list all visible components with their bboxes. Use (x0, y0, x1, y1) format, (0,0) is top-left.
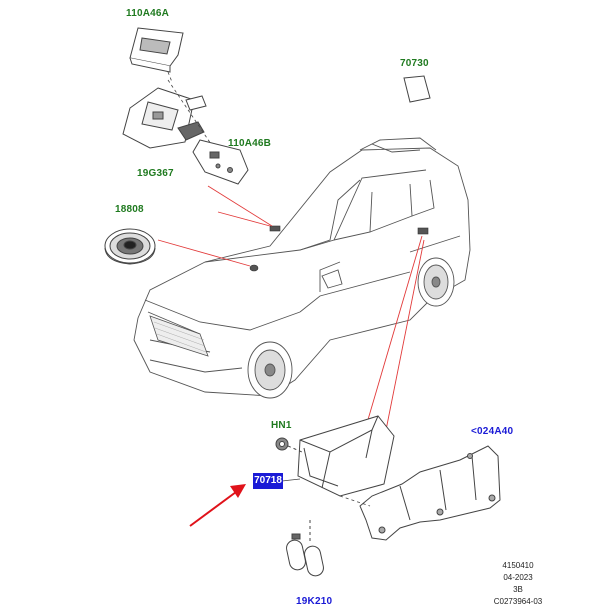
selected-part-leader (281, 478, 301, 482)
callout-19K210[interactable]: 19K210 (296, 596, 333, 607)
camera-module-part (122, 87, 207, 149)
callout-18808[interactable]: 18808 (115, 204, 144, 215)
callout-110A46A[interactable]: 110A46A (126, 8, 170, 19)
side-mirror (321, 269, 343, 289)
nut-part (275, 437, 303, 453)
rear-wheel (417, 257, 455, 307)
vehicle-grille-mesh (153, 321, 207, 353)
module-bracket-part (359, 445, 501, 541)
reference-block: 4150410 04-2023 3B C0273964-03 (486, 560, 550, 608)
callout-70730[interactable]: 70730 (400, 58, 429, 69)
vehicle-grille (149, 315, 209, 357)
sticker-part (403, 75, 431, 103)
reference-line-3: 3B (513, 585, 523, 594)
reference-line-1: 4150410 (502, 561, 534, 570)
bracket-b-part (192, 139, 249, 185)
battery-part (286, 520, 324, 577)
callout-110A46B[interactable]: 110A46B (228, 138, 272, 149)
control-module-part (297, 415, 395, 497)
callout-HN1[interactable]: HN1 (271, 420, 292, 431)
reference-line-4: C0273964-03 (493, 597, 543, 606)
leader-lines (157, 185, 425, 441)
selection-arrow (189, 484, 246, 527)
callout-70718-selected[interactable]: 70718 (253, 473, 283, 489)
front-wheel (247, 341, 293, 399)
speaker-part (104, 228, 156, 265)
reference-line-2: 04-2023 (503, 573, 533, 582)
callout-19G367[interactable]: 19G367 (137, 168, 174, 179)
callout-024A40[interactable]: <024A40 (471, 426, 514, 437)
vehicle-outline (133, 137, 471, 397)
sensor-cover-part (129, 27, 184, 73)
mount-points (249, 225, 429, 272)
